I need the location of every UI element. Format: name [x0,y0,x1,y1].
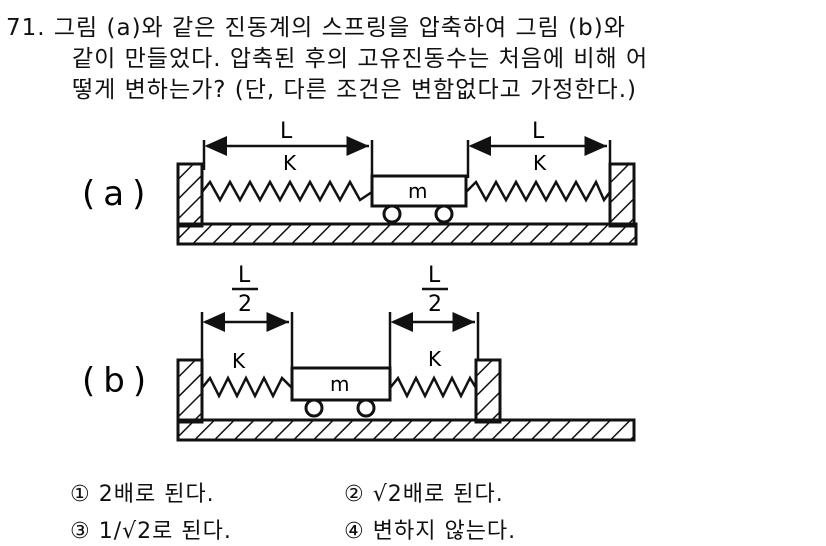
option-2-marker: ② [344,482,365,507]
option-3[interactable]: ③ 1/√2로 된다. [70,513,232,545]
figure-a-dimension-right: L K [466,119,612,178]
option-1[interactable]: ① 2배로 된다. [70,476,215,508]
option-4-text: 변하지 않는다. [372,519,517,544]
option-3-marker: ③ [70,519,91,544]
figure-b-length-left-numerator: L [238,263,251,288]
figure-b-spring-right-label: K [428,347,442,371]
figure-a-spring-right-label: K [533,151,547,175]
figure-b-spring-right [389,375,478,399]
figure-a-spring-left [201,179,373,203]
figure-b-wheel-left [304,398,324,418]
figure-b: (b) L 2 K L 2 K [82,263,636,442]
figure-b-dimension-right: L 2 K [388,263,480,371]
question-number: 71. [6,15,46,41]
option-2[interactable]: ② √2배로 된다. [344,476,504,508]
figure-a-length-left: L [280,119,293,144]
question-line-3: 떻게 변하는가? (단, 다른 조건은 변함없다고 가정한다.) [72,77,638,103]
figure-b-mass-label: m [330,372,349,396]
figure-b-wheel-right [356,398,376,418]
figure-b-mass-cart: m [290,366,392,418]
figure-a-length-right: L [532,119,545,144]
question-text-1: 그림 (a)와 같은 진동계의 스프링을 압축하여 그림 (b)와 [53,15,626,41]
option-1-text: 2배로 된다. [98,482,215,507]
figure-a-wheel-left [382,204,402,224]
figure-a: (a) L K L K m [82,119,638,246]
figure-a-label: (a) [82,174,153,214]
figure-b-length-right-numerator: L [428,263,441,288]
option-4[interactable]: ④ 변하지 않는다. [344,513,516,545]
option-1-marker: ① [70,482,91,507]
figure-b-spring-left [201,375,293,399]
figure-a-dimension-left: L K [202,119,374,178]
figure-b-length-left-denominator: 2 [238,292,252,317]
figure-b-dimension-left: L 2 K [200,263,294,373]
option-2-text: √2배로 된다. [372,482,504,507]
figure-a-wheel-right [434,204,454,224]
figure-a-spring-right [465,179,611,203]
option-3-text: 1/√2로 된다. [98,519,232,544]
figure-b-spring-left-label: K [232,349,246,373]
figure-a-mass-cart: m [370,174,468,224]
question-line-1: 71. 그림 (a)와 같은 진동계의 스프링을 압축하여 그림 (b)와 [6,8,626,42]
figure-a-spring-left-label: K [283,151,297,175]
option-4-marker: ④ [344,519,365,544]
figure-a-base [176,162,638,246]
figure-b-length-right-denominator: 2 [428,292,442,317]
figure-a-mass-label: m [408,179,427,203]
question-line-2: 같이 만들었다. 압축된 후의 고유진동수는 처음에 비해 어 [72,46,649,72]
figure-b-base [176,358,636,442]
figure-b-label: (b) [82,361,154,401]
